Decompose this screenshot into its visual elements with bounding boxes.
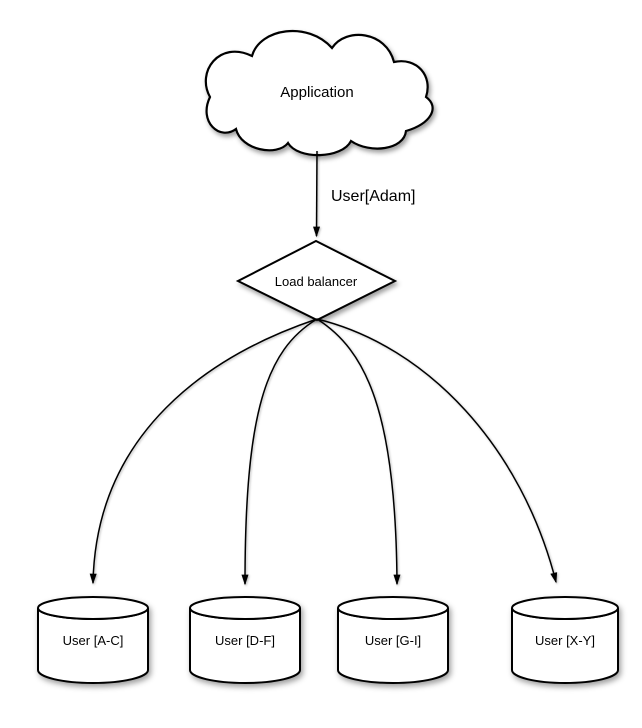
database-label: User [X-Y] bbox=[535, 633, 595, 648]
edge-lb-to-db3 bbox=[316, 318, 401, 586]
cloud-shape bbox=[204, 29, 434, 157]
edge-lb-to-db4 bbox=[316, 318, 558, 584]
edge-lb-to-db1 bbox=[89, 318, 318, 585]
database-cylinder-4: User [X-Y] bbox=[511, 596, 619, 684]
cylinder-top bbox=[189, 596, 301, 620]
application-label: Application bbox=[280, 84, 353, 101]
edge-app-to-lb-label: User[Adam] bbox=[331, 188, 415, 205]
load-balancer-node: Load balancer bbox=[235, 239, 398, 322]
cylinder-top bbox=[511, 596, 619, 620]
database-label: User [A-C] bbox=[63, 633, 124, 648]
load-balancer-label: Load balancer bbox=[275, 274, 358, 289]
application-cloud-node: Application bbox=[204, 29, 434, 157]
database-label: User [D-F] bbox=[215, 633, 275, 648]
database-cylinder-2: User [D-F] bbox=[189, 596, 301, 684]
database-label: User [G-I] bbox=[365, 633, 421, 648]
edge-application-to-loadbalancer: User[Adam] bbox=[313, 150, 415, 238]
database-cylinder-3: User [G-I] bbox=[337, 596, 449, 684]
cylinder-top bbox=[337, 596, 449, 620]
diamond-shape bbox=[235, 239, 398, 322]
edges-loadbalancer-to-databases bbox=[89, 318, 558, 586]
cylinder-top bbox=[37, 596, 149, 620]
edge-lb-to-db2 bbox=[241, 318, 318, 586]
database-cylinder-1: User [A-C] bbox=[37, 596, 149, 684]
edge-app-to-lb-line bbox=[313, 150, 321, 238]
